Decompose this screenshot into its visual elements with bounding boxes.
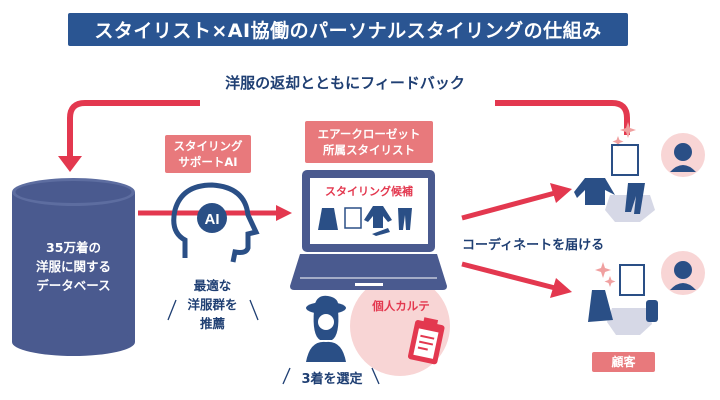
- feedback-arrowhead: [58, 156, 82, 172]
- stylist-avatar-icon: [306, 295, 346, 362]
- select-three-label: 3着を選定: [301, 372, 363, 387]
- svg-text:AI: AI: [205, 211, 220, 228]
- stylist-label-line: エアークローゼット: [317, 127, 421, 141]
- feedback-label: 洋服の返却とともにフィードバック: [225, 74, 465, 92]
- database-cylinder-icon: [12, 178, 135, 356]
- ai-support-label-line: サポートAI: [178, 155, 238, 169]
- database-label: 35万着の 洋服に関する データベース: [12, 238, 135, 295]
- page-title: スタイリスト×AI協働のパーソナルスタイリングの仕組み: [68, 13, 628, 46]
- styling-candidates-title: スタイリング候補: [325, 185, 413, 198]
- customer-1-group: [574, 122, 705, 222]
- database-label-line: 35万着の: [46, 240, 101, 255]
- ai-head-icon: AI: [171, 182, 260, 263]
- customer-2-group: [588, 251, 705, 335]
- delivery-arrows: [461, 190, 556, 291]
- customer-label: 顧客: [592, 352, 655, 372]
- ai-support-label: スタイリング サポートAI: [165, 135, 251, 173]
- deliver-coordinate-label: コーディネートを届ける: [462, 238, 605, 253]
- recommend-label-line: 最適な: [193, 278, 232, 293]
- feedback-loop-arrow: [67, 100, 630, 158]
- database-label-line: データベース: [36, 278, 111, 293]
- stylist-label-line: 所属スタイリスト: [323, 143, 415, 157]
- ai-support-label-line: スタイリング: [173, 139, 243, 153]
- recommend-label: 最適な 洋服群を 推薦: [170, 276, 255, 333]
- clipboard-icon: [407, 317, 445, 365]
- recommend-label-line: 推薦: [199, 316, 225, 331]
- personal-karte-label: 個人カルテ: [372, 299, 430, 313]
- stylist-label: エアークローゼット 所属スタイリスト: [305, 121, 433, 163]
- recommend-label-line: 洋服群を: [187, 297, 238, 312]
- database-label-line: 洋服に関する: [35, 259, 111, 274]
- clothing-candidates-icons: [318, 206, 412, 236]
